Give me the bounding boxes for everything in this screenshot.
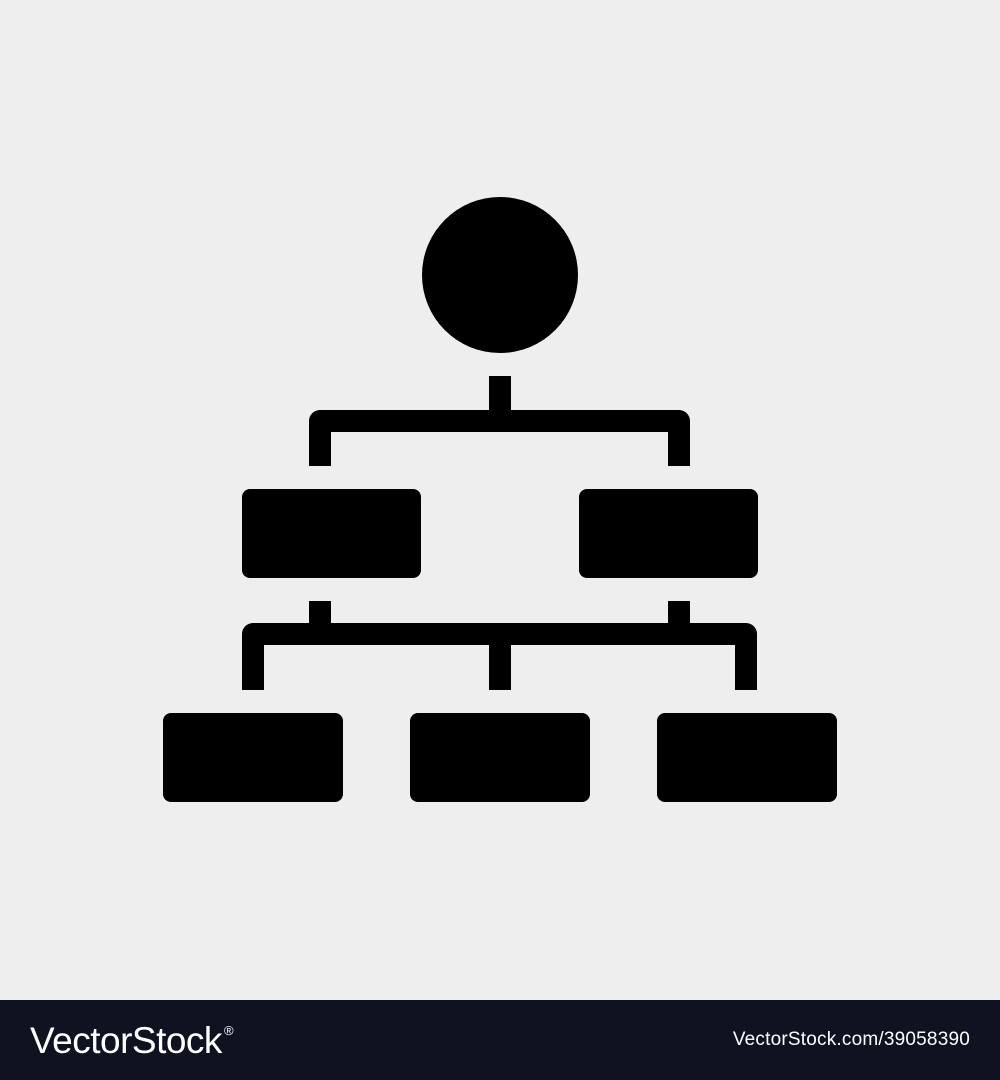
level-2-box-right <box>579 489 758 578</box>
root-node-circle <box>422 197 578 353</box>
level-3-box-right <box>657 713 837 802</box>
root-stem-connector <box>489 376 511 416</box>
lower-middle-stem-connector <box>489 634 511 690</box>
upper-bracket-connector <box>309 410 690 466</box>
level-3-box-left <box>163 713 343 802</box>
brand-name: VectorStock <box>30 1019 222 1061</box>
icon-canvas <box>0 0 1000 1000</box>
watermark-footer: VectorStock ® VectorStock.com/39058390 <box>0 1000 1000 1080</box>
hierarchy-org-chart-icon <box>0 0 1000 1000</box>
level-3-box-middle <box>410 713 590 802</box>
registered-mark: ® <box>223 1022 234 1038</box>
level-2-box-left <box>242 489 421 578</box>
brand-logo: VectorStock ® <box>30 1019 234 1061</box>
icon-background <box>0 0 1000 1000</box>
image-id-text: VectorStock.com/39058390 <box>732 1029 970 1050</box>
